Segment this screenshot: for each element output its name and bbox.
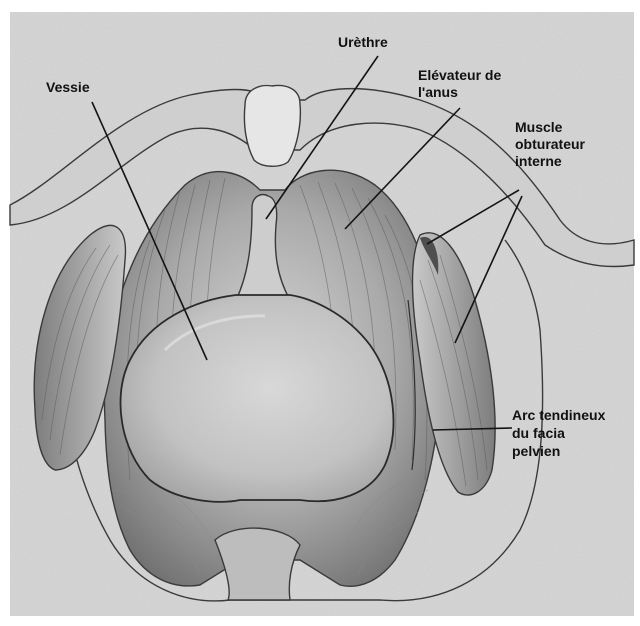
label-arc-line3: pelvien	[512, 443, 560, 459]
label-urethre: Urèthre	[338, 34, 388, 50]
bladder	[120, 295, 393, 502]
label-elevateur-line1: Elévateur de	[418, 67, 501, 83]
label-arc-line2: du facia	[512, 425, 565, 441]
label-vessie: Vessie	[46, 79, 90, 95]
label-obturateur-line1: Muscle	[515, 119, 563, 135]
pubic-symphysis	[244, 86, 300, 167]
label-obturateur-line3: interne	[515, 153, 562, 169]
label-elevateur-line2: l'anus	[418, 84, 458, 100]
label-obturateur-line2: obturateur	[515, 136, 586, 152]
label-arc-line1: Arc tendineux	[512, 407, 606, 423]
